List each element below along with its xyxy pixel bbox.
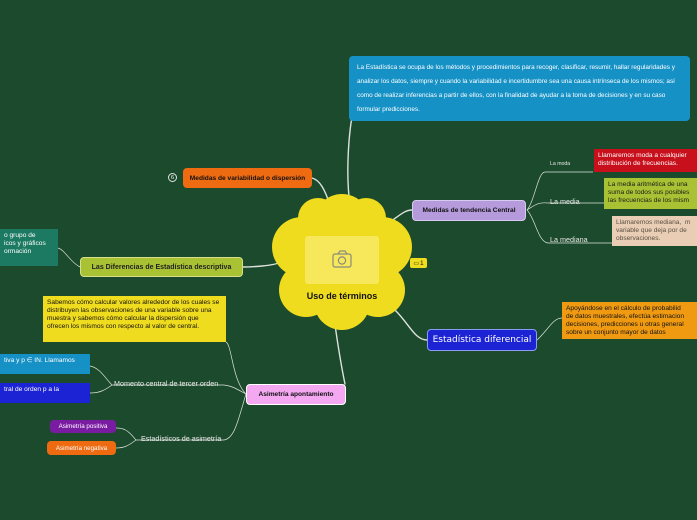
moment-label[interactable]: Momento central de tercer orden bbox=[114, 379, 219, 388]
variability-topic[interactable]: Medidas de variabilidad o dispersión bbox=[183, 168, 312, 188]
moda-text-box[interactable]: Llamaremos moda a cualquier distribución… bbox=[594, 149, 697, 172]
central-topic-title[interactable]: Uso de términos bbox=[306, 291, 378, 301]
collapsed-count-badge[interactable]: 6 bbox=[168, 173, 177, 182]
stats-label[interactable]: Estadísticos de asimetría bbox=[141, 434, 222, 443]
media-label[interactable]: La media bbox=[550, 197, 580, 206]
connector-moment-box2 bbox=[89, 384, 113, 394]
central-tendency-topic[interactable]: Medidas de tendencia Central bbox=[412, 200, 526, 221]
media-text-box[interactable]: La media aritmética de una suma de todos… bbox=[604, 178, 697, 209]
connector-moda bbox=[526, 171, 593, 211]
connector-asymmetry bbox=[334, 324, 346, 385]
connector-differences bbox=[241, 261, 281, 268]
inferential-topic[interactable]: Estadística diferencial bbox=[427, 329, 537, 351]
connector-mediana bbox=[526, 209, 612, 244]
asymmetry-positive-topic[interactable]: Asimetría positiva bbox=[50, 420, 116, 433]
intro-text-box[interactable]: La Estadística se ocupa de los métodos y… bbox=[349, 56, 690, 121]
differences-topic[interactable]: Las Diferencias de Estadística descripti… bbox=[80, 257, 243, 277]
asymmetry-negative-topic[interactable]: Asimetría negativa bbox=[47, 441, 116, 455]
connector-inferential-text bbox=[536, 317, 563, 341]
connector-asym-intro bbox=[225, 341, 247, 395]
connector-differences-text bbox=[57, 247, 81, 268]
connector-media bbox=[526, 202, 605, 211]
asymmetry-topic[interactable]: Asimetría apontamiento bbox=[246, 384, 346, 405]
moment-box-1[interactable]: tiva y p ∈ IN. Llamamos bbox=[0, 354, 90, 374]
connector-negative bbox=[115, 439, 137, 449]
moda-label[interactable]: La moda bbox=[550, 161, 571, 167]
comment-icon: ▭ bbox=[413, 260, 420, 267]
mediana-label[interactable]: La mediana bbox=[550, 235, 588, 244]
connector-stats bbox=[136, 393, 247, 441]
connector-inferential bbox=[394, 309, 428, 341]
camera-icon bbox=[332, 250, 352, 268]
differences-text-box[interactable]: o grupo de icos y gráficos ormación bbox=[0, 229, 58, 266]
connector-intro bbox=[347, 117, 353, 206]
asymmetry-intro-box[interactable]: Sabemos cómo calcular valores alrededor … bbox=[43, 296, 226, 342]
comment-badge[interactable]: ▭ 1 bbox=[410, 258, 427, 268]
inferential-text-box[interactable]: Apoyándose en el cálculo de probabilid d… bbox=[562, 302, 697, 339]
connector-moment-box1 bbox=[89, 365, 113, 386]
central-topic-shape[interactable] bbox=[272, 194, 412, 330]
moment-box-2[interactable]: tral de orden p a la bbox=[0, 383, 90, 403]
connector-positive bbox=[115, 427, 137, 441]
connector-moment bbox=[112, 384, 247, 395]
mediana-text-box[interactable]: Llamaremos mediana, m variable que deja … bbox=[612, 216, 697, 246]
comment-count: 1 bbox=[420, 259, 424, 267]
